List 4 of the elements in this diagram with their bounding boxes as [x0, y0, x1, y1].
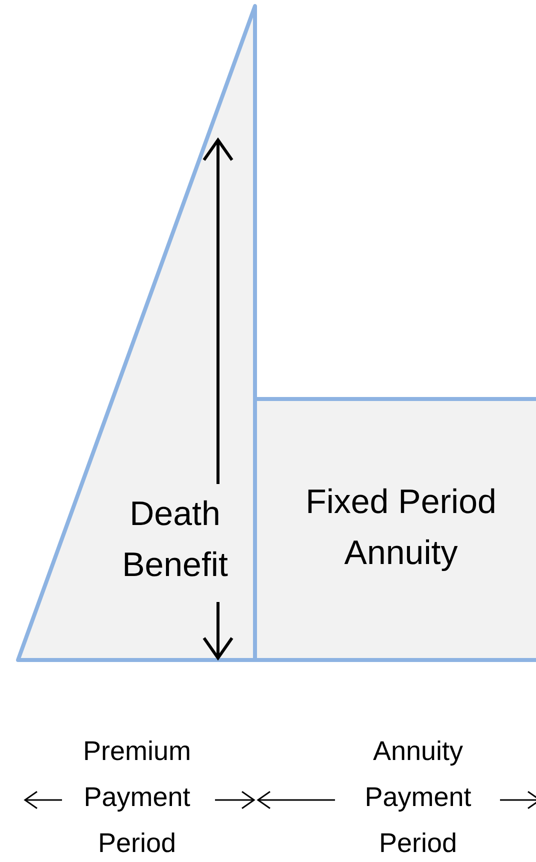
shape-label: Death Benefit — [121, 494, 229, 586]
period-label: Premium Payment Period — [82, 735, 192, 860]
shape-label: Fixed Period Annuity — [304, 482, 498, 574]
period-label: Annuity Payment Period — [364, 735, 472, 860]
